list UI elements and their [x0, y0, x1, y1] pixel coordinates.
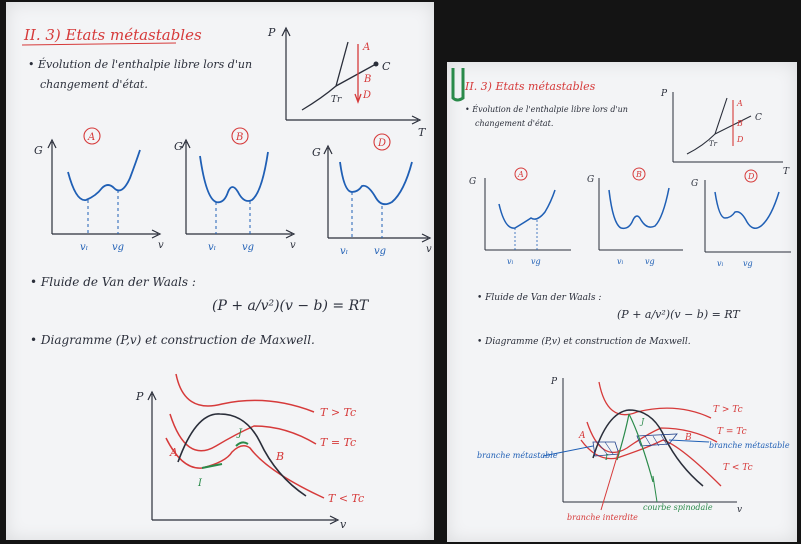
right-pv-diagram: P v T > Tc T = Tc T < Tc A B I J branche…	[477, 377, 790, 522]
pv-x-axis-label: v	[340, 518, 347, 531]
whiteboard-right-drawing: II. 3) Etats métastables • Évolution de …	[451, 68, 791, 522]
annotation-metastable-right: branche métastable	[709, 441, 790, 450]
right-bullet-enthalpie: • Évolution de l'enthalpie libre lors d'…	[465, 105, 628, 114]
vdw-equation: (P + a/v²)(v − b) = RT	[212, 298, 370, 314]
right-pv-y-label: P	[550, 377, 558, 387]
right-g-b-y-label: G	[587, 175, 594, 185]
phase-diagram: P T A B C D Tr	[267, 26, 427, 139]
title-underline	[21, 42, 177, 46]
pv-point-i: I	[197, 478, 203, 489]
right-section-title: II. 3) Etats métastables	[464, 80, 596, 93]
right-g-b-tick-vg: vg	[645, 257, 655, 266]
pv-point-j: J	[236, 428, 243, 439]
right-pv-point-i: I	[604, 453, 609, 462]
right-g-b-circle-label: B	[635, 170, 642, 179]
pv-point-a: A	[169, 446, 178, 459]
spinodal-left	[616, 413, 630, 461]
right-g-a-y-label: G	[469, 177, 476, 187]
right-phase-triple-point: Tr	[709, 140, 718, 148]
right-pv-point-j: J	[639, 417, 645, 426]
right-isotherm-above-tc: T > Tc	[713, 405, 743, 415]
right-isotherm-below-tc: T < Tc	[723, 463, 753, 473]
whiteboard-left: II. 3) Etats métastables • Évolution de …	[6, 2, 434, 540]
bullet-maxwell: • Diagramme (P,v) et construction de Max…	[30, 333, 315, 347]
g-b-circle-label: B	[235, 132, 243, 143]
right-g-d-tick-vg: vg	[743, 259, 753, 268]
pv-diagram: P v T > Tc T = Tc T < Tc A B I J	[135, 373, 364, 531]
right-phase-x-label: T	[783, 167, 790, 177]
pv-point-b: B	[275, 450, 284, 463]
right-pv-point-b: B	[684, 433, 692, 443]
phase-y-axis-label: P	[267, 26, 276, 39]
g-a-y-label: G	[34, 144, 43, 157]
g-a-x-label: v	[158, 240, 164, 251]
annotation-metastable-left: branche métastable	[477, 451, 558, 460]
g-d-tick-vl: vₗ	[340, 246, 348, 257]
right-g-b-tick-vl: vₗ	[617, 257, 624, 266]
whiteboard-right: II. 3) Etats métastables • Évolution de …	[447, 62, 797, 542]
g-a-tick-vg: vg	[112, 242, 124, 253]
g-d-y-label: G	[312, 146, 321, 159]
right-g-d-circle-label: D	[747, 172, 755, 181]
right-g-curve-a: G A vₗ vg	[469, 167, 571, 266]
right-isotherm-at-tc: T = Tc	[717, 427, 747, 437]
phase-point-d: D	[362, 90, 371, 101]
maxwell-area-right	[636, 433, 678, 447]
right-bullet-van-der-waals: • Fluide de Van der Waals :	[477, 293, 601, 303]
right-bullet-maxwell: • Diagramme (P,v) et construction de Max…	[477, 336, 691, 347]
right-phase-diagram: P T A B C D Tr	[660, 89, 790, 177]
right-vdw-equation: (P + a/v²)(v − b) = RT	[617, 308, 741, 321]
phase-point-c: C	[382, 60, 391, 73]
g-d-tick-vg: vg	[374, 246, 386, 257]
bullet-enthalpie: • Évolution de l'enthalpie libre lors d'…	[28, 57, 252, 71]
bullet-enthalpie-cont: changement d'état.	[40, 78, 148, 91]
g-curve-d: G v D vₗ vg	[312, 133, 432, 257]
isotherm-below-tc: T < Tc	[328, 492, 364, 505]
g-d-circle-label: D	[377, 138, 386, 149]
u-mark	[451, 68, 465, 102]
phase-triple-point: Tr	[331, 95, 342, 105]
g-a-circle-label: A	[87, 132, 95, 143]
g-a-tick-vl: vₗ	[80, 242, 88, 253]
annotation-spinodal: courbe spinodale	[643, 503, 713, 512]
phase-x-axis-label: T	[418, 126, 427, 139]
right-g-curve-d: G D vₗ vg	[691, 169, 791, 268]
g-b-x-label: v	[290, 240, 296, 251]
g-b-y-label: G	[174, 140, 183, 153]
right-g-curve-b: G B vₗ vg	[587, 167, 683, 266]
right-phase-point-d: D	[736, 135, 744, 144]
bullet-van-der-waals: • Fluide de Van der Waals :	[30, 275, 196, 289]
g-b-tick-vl: vₗ	[208, 242, 216, 253]
right-phase-y-label: P	[660, 89, 668, 99]
isotherm-at-tc: T = Tc	[320, 436, 356, 449]
right-phase-point-a: A	[736, 99, 743, 108]
phase-point-b: B	[363, 74, 371, 85]
right-g-a-tick-vg: vg	[531, 257, 541, 266]
right-bullet-enthalpie-cont: changement d'état.	[475, 119, 553, 128]
section-title: II. 3) Etats métastables	[23, 26, 202, 44]
right-g-d-y-label: G	[691, 179, 698, 189]
right-g-d-tick-vl: vₗ	[717, 259, 724, 268]
g-d-x-label: v	[426, 244, 432, 255]
g-curve-a: G v A vₗ vg	[34, 127, 164, 253]
right-g-a-circle-label: A	[517, 170, 524, 179]
annotation-forbidden: branche interdite	[567, 513, 638, 522]
right-pv-point-a: A	[578, 431, 586, 441]
right-pv-x-label: v	[737, 505, 742, 515]
right-phase-point-b: B	[736, 119, 743, 128]
whiteboard-left-drawing: II. 3) Etats métastables • Évolution de …	[21, 26, 432, 531]
g-b-tick-vg: vg	[242, 242, 254, 253]
right-g-a-tick-vl: vₗ	[507, 257, 514, 266]
right-phase-point-c: C	[755, 113, 762, 123]
isotherm-above-tc: T > Tc	[320, 406, 356, 419]
pv-y-axis-label: P	[135, 390, 144, 403]
spinodal-right	[628, 413, 654, 483]
g-curve-b: G v B vₗ vg	[174, 127, 296, 253]
phase-point-a: A	[362, 42, 370, 53]
